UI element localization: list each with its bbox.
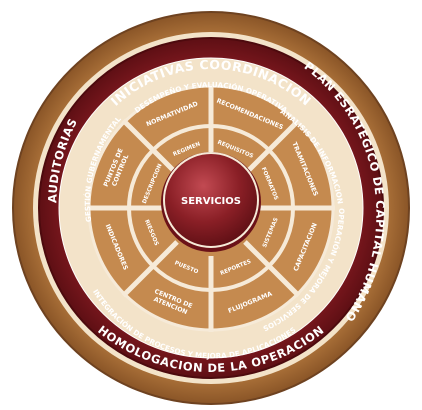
segment-dividers: [87, 84, 335, 332]
segment-divider: [243, 118, 301, 176]
segment-divider: [243, 240, 301, 298]
center-circle: [163, 152, 259, 248]
segment-divider: [121, 118, 179, 176]
segment-divider: [121, 240, 179, 298]
center-label: SERVICIOS: [181, 196, 241, 207]
